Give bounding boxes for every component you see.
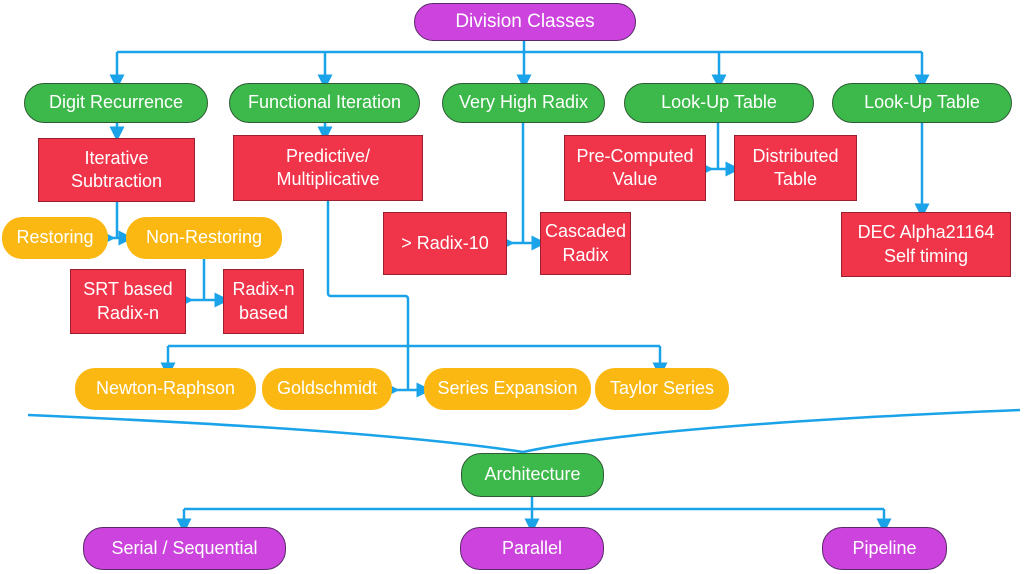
goldschmidt-node: Goldschmidt [262,368,392,410]
series-expansion-node: Series Expansion [424,368,591,410]
architecture-curve-left [27,413,524,454]
pipeline-node: Pipeline [822,527,947,570]
restoring-node: Restoring [2,217,108,259]
root-node: Division Classes [414,3,636,41]
cascaded-radix-box: Cascaded Radix [540,212,631,275]
category-lookup-table-1: Look-Up Table [624,83,814,123]
dec-alpha-box: DEC Alpha21164 Self timing [841,212,1011,277]
non-restoring-node: Non-Restoring [126,217,282,259]
architecture-node: Architecture [461,453,604,497]
category-functional-iteration: Functional Iteration [229,83,420,123]
predictive-multiplicative-box: Predictive/ Multiplicative [233,135,423,201]
radix-10-box: > Radix-10 [383,212,507,275]
architecture-curve-right [522,408,1021,454]
parallel-node: Parallel [460,527,604,570]
category-digit-recurrence: Digit Recurrence [24,83,208,123]
pre-computed-value-box: Pre-Computed Value [564,135,706,201]
radix-n-based-box: Radix-n based [223,269,304,334]
connector-predictive [326,200,410,390]
iterative-subtraction-box: Iterative Subtraction [38,138,195,202]
newton-raphson-node: Newton-Raphson [75,368,256,410]
taylor-series-node: Taylor Series [595,368,729,410]
srt-based-radix-n-box: SRT based Radix-n [70,269,186,334]
distributed-table-box: Distributed Table [734,135,857,201]
serial-sequential-node: Serial / Sequential [83,527,286,570]
category-lookup-table-2: Look-Up Table [832,83,1012,123]
category-very-high-radix: Very High Radix [442,83,605,123]
